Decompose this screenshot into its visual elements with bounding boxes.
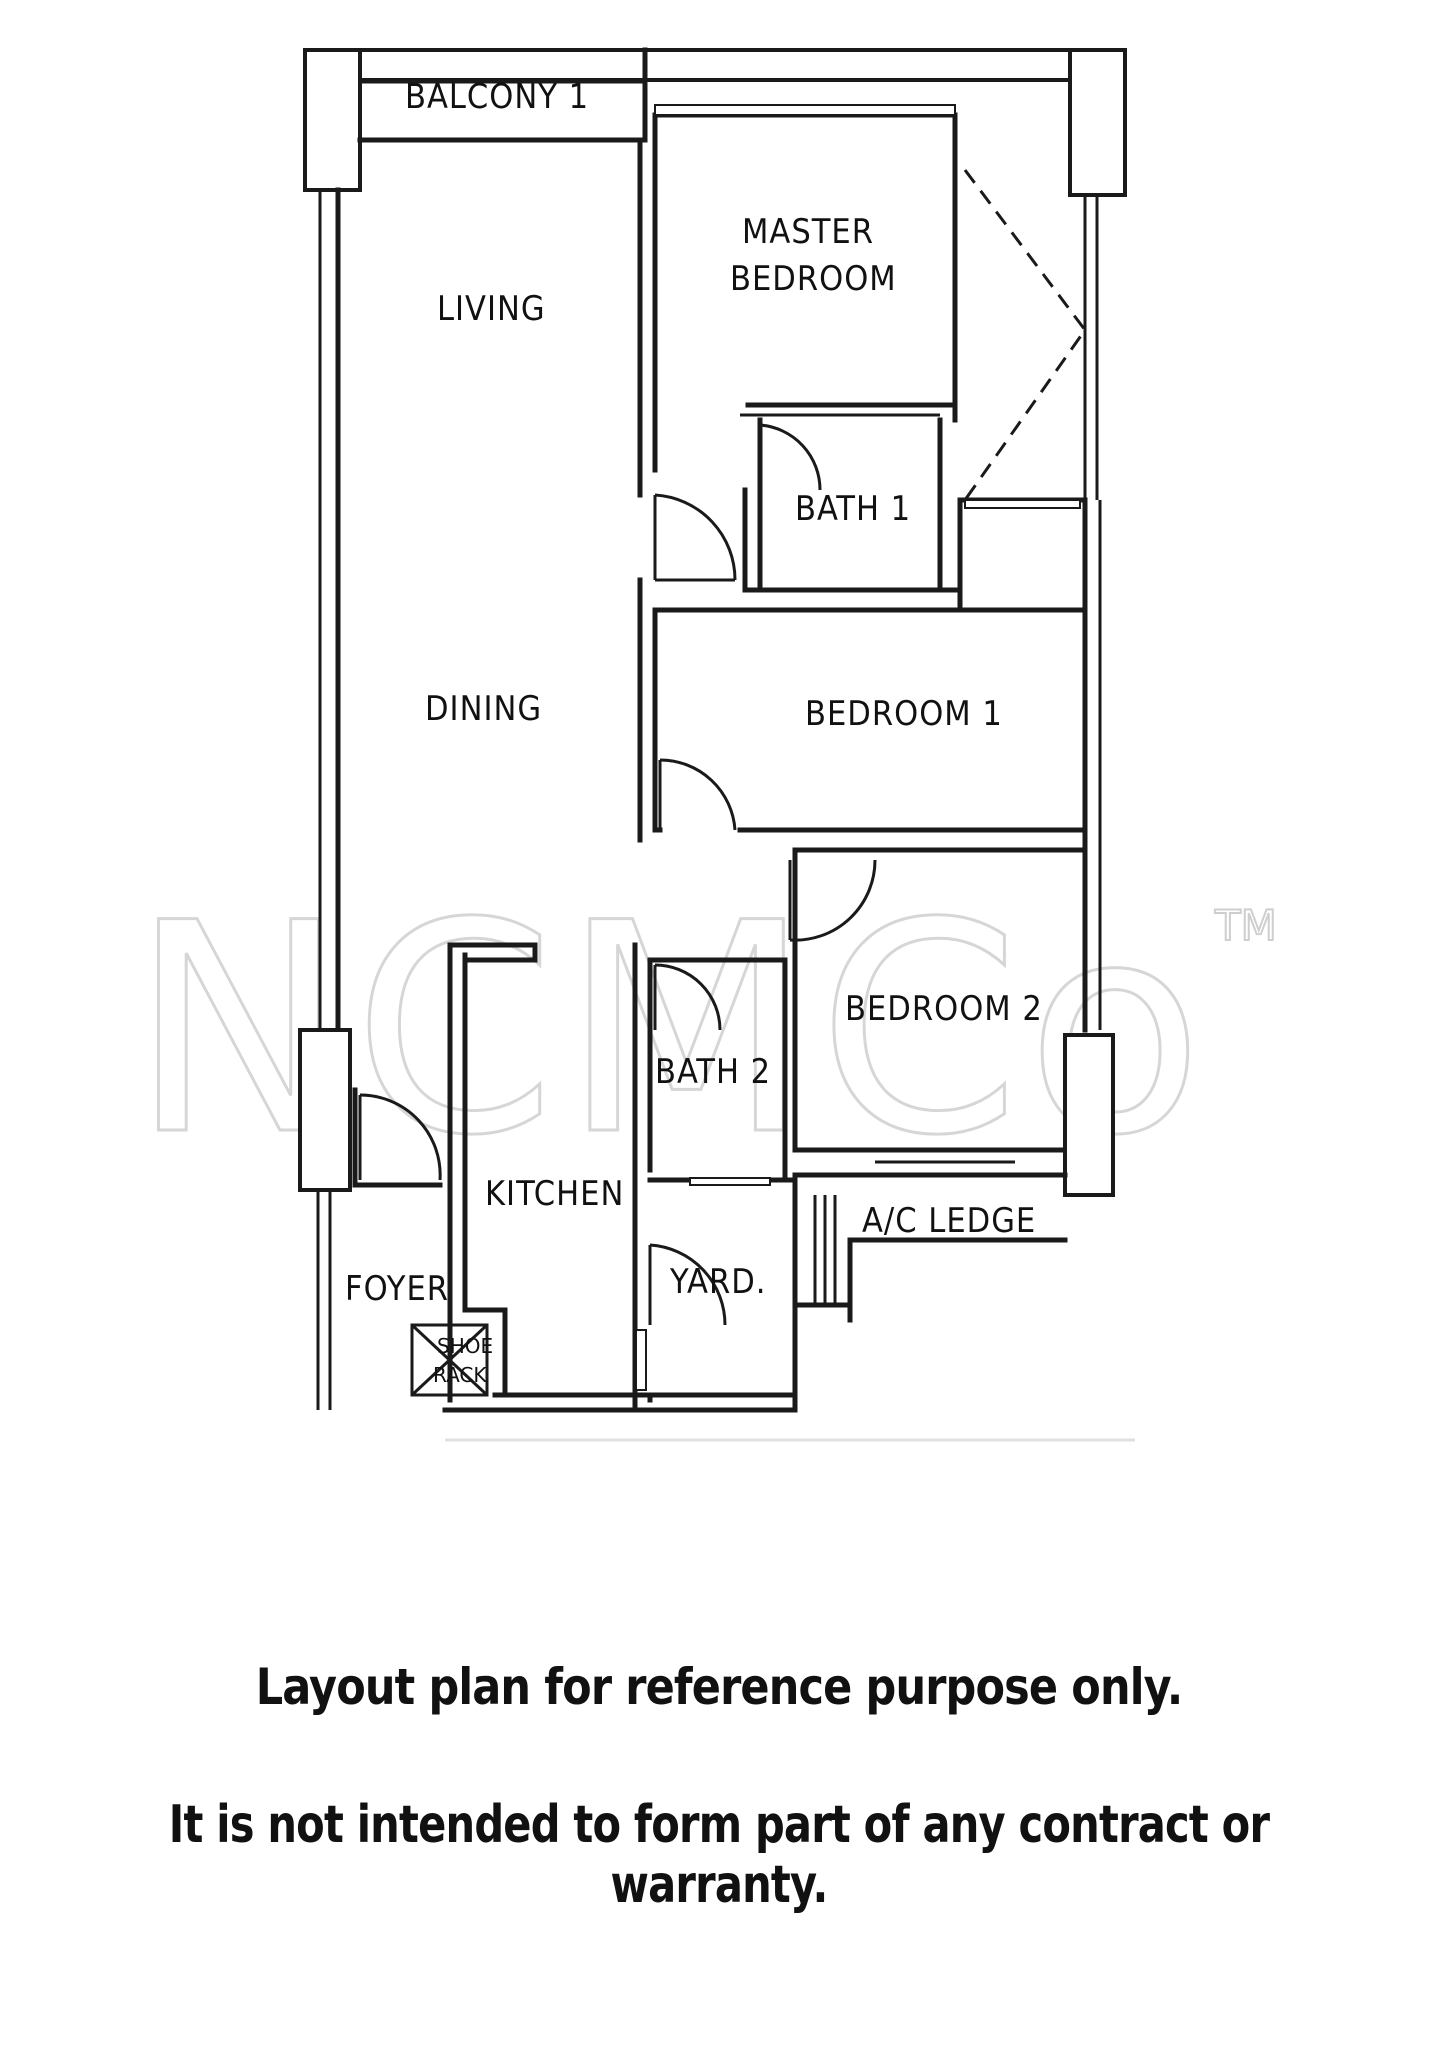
label-shoe-rack-1: SHOE <box>437 1334 493 1358</box>
walls <box>298 47 1135 1442</box>
label-foyer: FOYER <box>345 1269 449 1309</box>
column-left-lower <box>298 1028 352 1192</box>
shoe-rack-outline <box>410 1323 489 1397</box>
watermark-tm: TM <box>1214 901 1277 950</box>
label-living: LIVING <box>437 289 546 329</box>
room-labels: BALCONY 1 LIVING MASTER BEDROOM BATH 1 D… <box>345 77 1043 1387</box>
column-top-left <box>303 48 362 192</box>
windows <box>635 104 1081 1391</box>
column-right-lower <box>1063 1033 1115 1197</box>
label-bedroom-1: BEDROOM 1 <box>805 694 1003 734</box>
disclaimer-line-1: Layout plan for reference purpose only. <box>255 1658 1183 1716</box>
label-bath-1: BATH 1 <box>795 489 911 529</box>
label-ac-ledge: A/C LEDGE <box>862 1201 1036 1241</box>
label-bath-2: BATH 2 <box>655 1052 771 1092</box>
column-top-right <box>1068 48 1127 197</box>
label-balcony: BALCONY 1 <box>405 77 589 117</box>
disclaimer-line-2: It is not intended to form part of any c… <box>168 1795 1270 1915</box>
label-shoe-rack-2: RACK <box>433 1363 487 1387</box>
label-yard: YARD. <box>669 1262 766 1302</box>
label-master-bedroom-1: MASTER <box>742 212 874 252</box>
top-beam <box>303 48 1127 82</box>
label-master-bedroom-2: BEDROOM <box>730 259 897 299</box>
doors <box>358 423 877 1326</box>
dashed-outline <box>963 169 1087 501</box>
label-bedroom-2: BEDROOM 2 <box>845 989 1043 1029</box>
label-kitchen: KITCHEN <box>485 1174 624 1214</box>
label-dining: DINING <box>425 689 542 729</box>
